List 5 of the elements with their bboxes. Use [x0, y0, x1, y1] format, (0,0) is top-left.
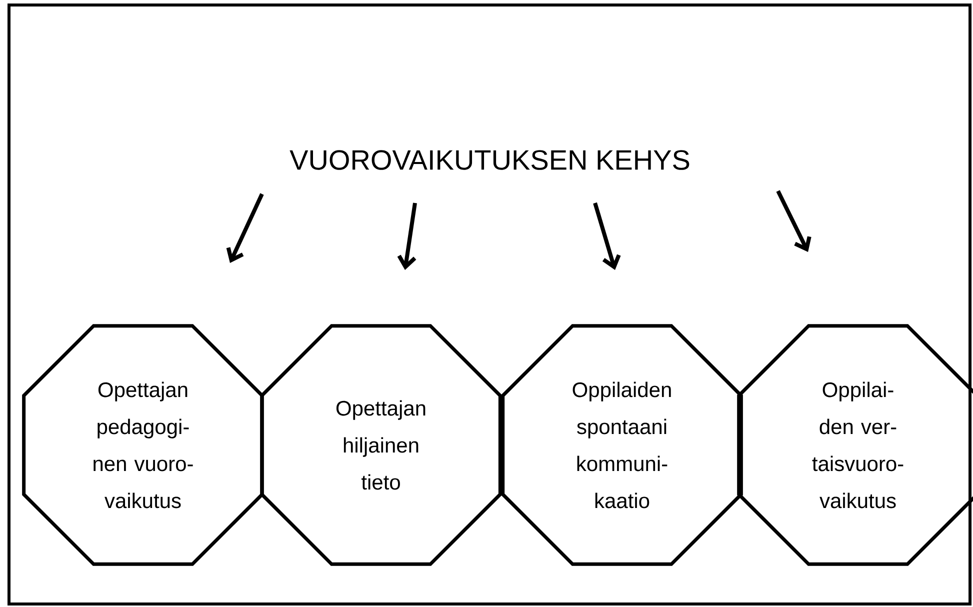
- octagon: Oppilaiden spontaani kommuni- kaatio: [501, 324, 743, 566]
- octagon: Opettajan hiljainen tieto: [260, 324, 502, 566]
- title: VUOROVAIKUTUKSEN KEHYS: [290, 150, 690, 170]
- octagon: Opettajan pedagogi- nen vuoro- vaikutus: [22, 324, 264, 566]
- octagon: Oppilai- den ver- taisvuoro- vaikutus: [737, 324, 973, 566]
